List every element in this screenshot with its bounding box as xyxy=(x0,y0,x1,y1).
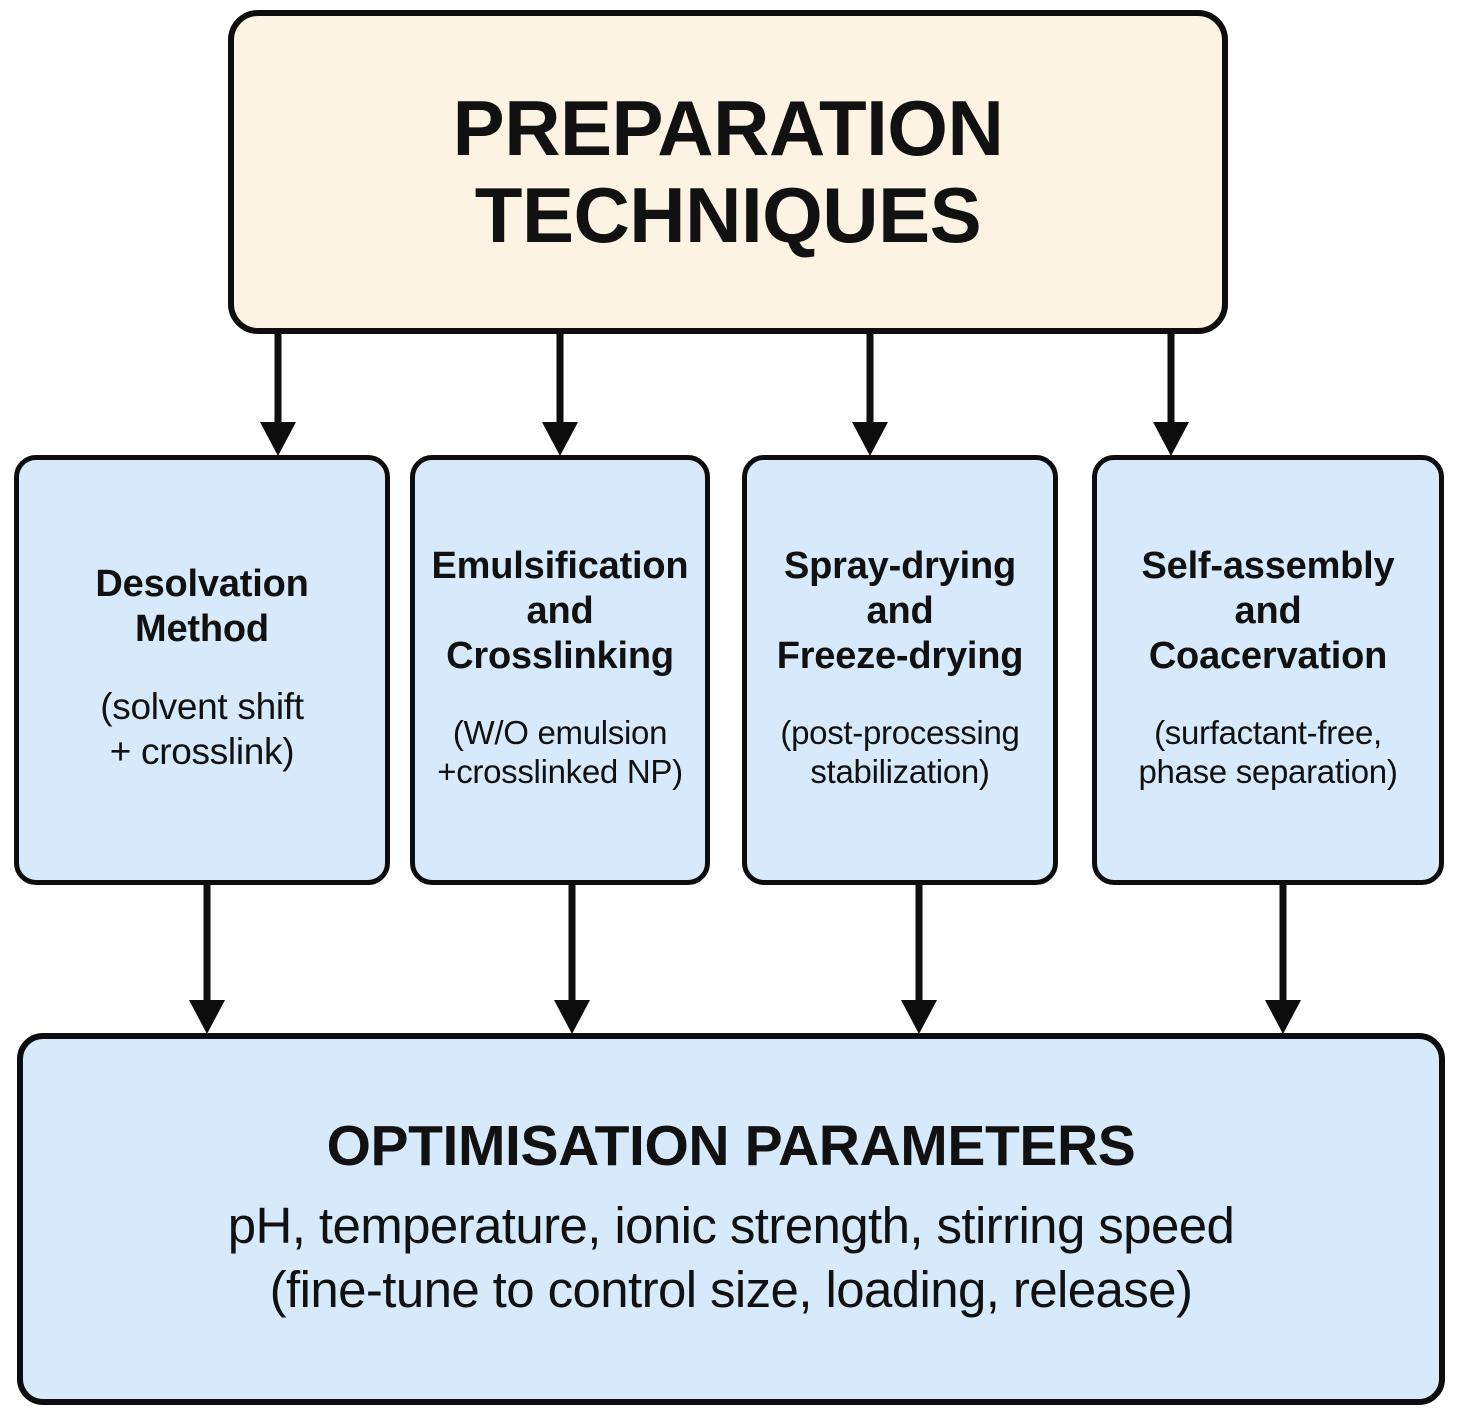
technique-3-title-line-3: Coacervation xyxy=(1148,634,1388,677)
optimisation-parameters-box: OPTIMISATION PARAMETERS pH, temperature,… xyxy=(17,1033,1445,1405)
technique-2-title-line-1: Spray-drying xyxy=(784,545,1016,588)
technique-box-emulsification-and-crosslinking: Emulsification and Crosslinking (W/O emu… xyxy=(410,455,710,885)
header-title-line-2: TECHNIQUES xyxy=(474,171,982,259)
technique-2-title-line-3: Freeze-drying xyxy=(776,634,1024,677)
technique-0-detail-line-1: (solvent shift xyxy=(100,686,304,728)
technique-box-desolvation-method: Desolvation Method (solvent shift + cros… xyxy=(14,455,390,885)
connector-desolvation-to-parameters xyxy=(189,882,225,1034)
optimisation-parameters-title: OPTIMISATION PARAMETERS xyxy=(326,1114,1136,1179)
header-box-preparation-techniques: PREPARATION TECHNIQUES xyxy=(228,10,1228,334)
technique-3-title-line-2: and xyxy=(1234,589,1302,632)
technique-0-title-line-2: Method xyxy=(135,607,269,650)
connector-header-to-desolvation xyxy=(260,330,296,456)
technique-1-detail-line-2: +crosslinked NP) xyxy=(437,753,683,791)
technique-3-title-line-1: Self-assembly xyxy=(1141,545,1395,588)
technique-box-spray-drying-and-freeze-drying: Spray-drying and Freeze-drying (post-pro… xyxy=(742,455,1058,885)
connector-self-assembly-to-parameters xyxy=(1265,882,1301,1034)
technique-1-title-line-1: Emulsification xyxy=(431,545,689,588)
connector-header-to-spray-drying xyxy=(852,330,888,456)
technique-0-detail-line-2: + crosslink) xyxy=(109,730,295,772)
connector-header-to-emulsification xyxy=(542,330,578,456)
connector-emulsification-to-parameters xyxy=(554,882,590,1034)
connector-header-to-self-assembly xyxy=(1153,330,1189,456)
technique-3-detail-line-2: phase separation) xyxy=(1138,753,1398,791)
technique-1-title-line-3: Crosslinking xyxy=(446,634,674,677)
technique-0-title-line-1: Desolvation xyxy=(95,562,309,605)
technique-1-detail-line-1: (W/O emulsion xyxy=(452,713,668,751)
technique-1-title-line-2: and xyxy=(526,589,594,632)
technique-2-title-line-2: and xyxy=(866,589,934,632)
technique-2-detail-line-2: stabilization) xyxy=(810,753,990,791)
technique-3-detail-line-1: (surfactant-free, xyxy=(1154,713,1382,751)
optimisation-parameters-line-2: (fine-tune to control size, loading, rel… xyxy=(269,1261,1193,1319)
optimisation-parameters-line-1: pH, temperature, ionic strength, stirrin… xyxy=(227,1197,1235,1255)
technique-box-self-assembly-and-coacervation: Self-assembly and Coacervation (surfacta… xyxy=(1092,455,1444,885)
header-title-line-1: PREPARATION xyxy=(452,83,1004,172)
technique-2-detail-line-1: (post-processing xyxy=(780,713,1020,751)
connector-spray-drying-to-parameters xyxy=(901,882,937,1034)
